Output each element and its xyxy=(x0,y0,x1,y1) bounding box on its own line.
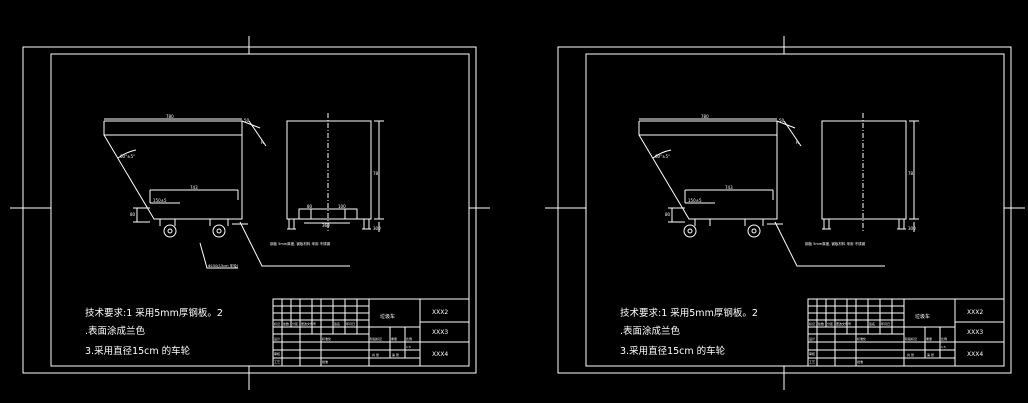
tb-cell: 分区 xyxy=(827,321,833,326)
dim-height-left: 80 xyxy=(130,212,136,217)
title-block-name: 垃圾车 xyxy=(380,313,395,320)
tb-cell: 更改文件号 xyxy=(301,321,316,326)
outer-frame xyxy=(22,46,477,374)
tb-cell: 设计 xyxy=(274,336,280,341)
tb-cell: 重量 xyxy=(391,336,397,341)
tb-cell: 标记 xyxy=(809,321,815,326)
dim-side-low: 300 xyxy=(373,226,381,231)
tb-cell: 工艺 xyxy=(274,359,280,364)
tb-cell: 阶段标记 xyxy=(370,336,382,341)
dim-inner-step: 150±5 xyxy=(153,198,167,203)
title-code-2: XXX3 xyxy=(967,329,983,336)
tb-cell: 阶段标记 xyxy=(905,336,917,341)
side-view xyxy=(286,113,384,232)
drawing-sheet-1: 780 50 R 60°±5° 743 150±5 80 Φ150(15cm 车… xyxy=(10,36,490,390)
dim-angle: 60°±5° xyxy=(120,154,135,159)
dim-side-height: 78 xyxy=(373,171,379,176)
tb-cell: 第 张 xyxy=(927,352,934,357)
tb-cell: 设计 xyxy=(809,336,815,341)
centering-marks xyxy=(545,36,1025,390)
centering-marks xyxy=(10,36,490,390)
note-line-1: 技术要求:1 采用5mm厚钢板。2 xyxy=(620,307,758,319)
front-view xyxy=(103,118,350,269)
note-line-2: .表面涂成兰色 xyxy=(85,325,146,337)
dim-height-left: 80 xyxy=(665,212,671,217)
note-line-2: .表面涂成兰色 xyxy=(620,325,681,337)
note-line-3: 3.采用直径15cm 的车轮 xyxy=(85,345,191,357)
title-code-1: XXX2 xyxy=(967,309,983,316)
dim-corner: R xyxy=(261,140,264,145)
tb-cell: 比例 xyxy=(406,336,412,341)
tb-cell: 更改文件号 xyxy=(836,321,851,326)
front-view xyxy=(638,118,885,267)
tb-cell: 处数 xyxy=(818,321,824,326)
dim-top-length: 780 xyxy=(701,114,709,119)
title-block xyxy=(272,298,470,367)
tb-cell: 共 张 xyxy=(372,352,379,357)
tb-cell: 审核 xyxy=(274,351,280,356)
tb-cell: 审核 xyxy=(809,351,815,356)
tb-cell: 共 张 xyxy=(907,352,914,357)
tb-cell: 批准 xyxy=(322,359,328,364)
tb-cell: 标准化 xyxy=(322,336,331,341)
dim-inner-width: 743 xyxy=(190,185,198,190)
dim-top-right: 50 xyxy=(244,118,250,123)
tb-cell: 年月日 xyxy=(346,321,355,326)
dim-top-right: 50 xyxy=(779,118,785,123)
dim-side-height: 78 xyxy=(908,171,914,176)
dim-side-low: 300 xyxy=(908,226,916,231)
callout-note: 钢板 5mm厚度, 钢板材料 采用 不锈钢 xyxy=(805,241,866,246)
note-line-3: 3.采用直径15cm 的车轮 xyxy=(620,345,726,357)
tb-cell: 批准 xyxy=(857,359,863,364)
dim-side-w3: 360 xyxy=(322,223,330,228)
inner-frame xyxy=(585,53,1005,367)
side-view xyxy=(821,113,919,232)
dim-inner-step: 150±5 xyxy=(688,198,702,203)
outer-frame xyxy=(557,46,1012,374)
title-block xyxy=(807,298,1005,367)
wheel-note: Φ150(15cm 车轮) xyxy=(208,263,239,268)
dim-angle: 60°±5° xyxy=(655,154,670,159)
dim-top-length: 780 xyxy=(166,114,174,119)
dim-corner: R xyxy=(796,140,799,145)
title-code-1: XXX2 xyxy=(432,309,448,316)
tb-cell: 重量 xyxy=(926,336,932,341)
drawing-canvas: 780 50 R 60°±5° 743 150±5 80 Φ150(15cm 车… xyxy=(10,36,490,390)
dim-side-w2: 100 xyxy=(338,204,346,209)
tb-cell: 年月日 xyxy=(881,321,890,326)
title-code-3: XXX4 xyxy=(432,351,448,358)
tb-cell: 比例 xyxy=(941,336,947,341)
dim-side-w1: 80 xyxy=(307,204,313,209)
drawing-canvas: 780 50 R 60°±5° 743 150±5 80 钢板 5mm厚度, 钢… xyxy=(545,36,1025,390)
tb-cell: 1:5 xyxy=(406,345,411,349)
tb-cell: 1:5 xyxy=(941,345,946,349)
tb-cell: 签名 xyxy=(334,321,340,326)
tb-cell: 分区 xyxy=(292,321,298,326)
drawing-sheet-2: 780 50 R 60°±5° 743 150±5 80 钢板 5mm厚度, 钢… xyxy=(535,0,1028,403)
dim-inner-width: 743 xyxy=(725,185,733,190)
tb-cell: 标准化 xyxy=(857,336,866,341)
title-code-3: XXX4 xyxy=(967,351,983,358)
callout-note: 钢板 5mm厚度, 钢板材料 采用 不锈钢 xyxy=(270,241,331,246)
tb-cell: 处数 xyxy=(283,321,289,326)
title-block-cells: 标记 处数 分区 更改文件号 签名 年月日 设计 标准化 阶段标记 重量 比例 … xyxy=(809,321,947,364)
tb-cell: 签名 xyxy=(869,321,875,326)
tb-cell: 第 张 xyxy=(392,352,399,357)
title-block-cells: 标记 处数 分区 更改文件号 签名 年月日 设计 标准化 阶段标记 重量 比例 … xyxy=(274,321,412,364)
tb-cell: 工艺 xyxy=(809,359,815,364)
inner-frame xyxy=(50,53,470,367)
tb-cell: 标记 xyxy=(274,321,280,326)
title-code-2: XXX3 xyxy=(432,329,448,336)
title-block-name: 垃圾车 xyxy=(915,313,930,320)
note-line-1: 技术要求:1 采用5mm厚钢板。2 xyxy=(85,307,223,319)
